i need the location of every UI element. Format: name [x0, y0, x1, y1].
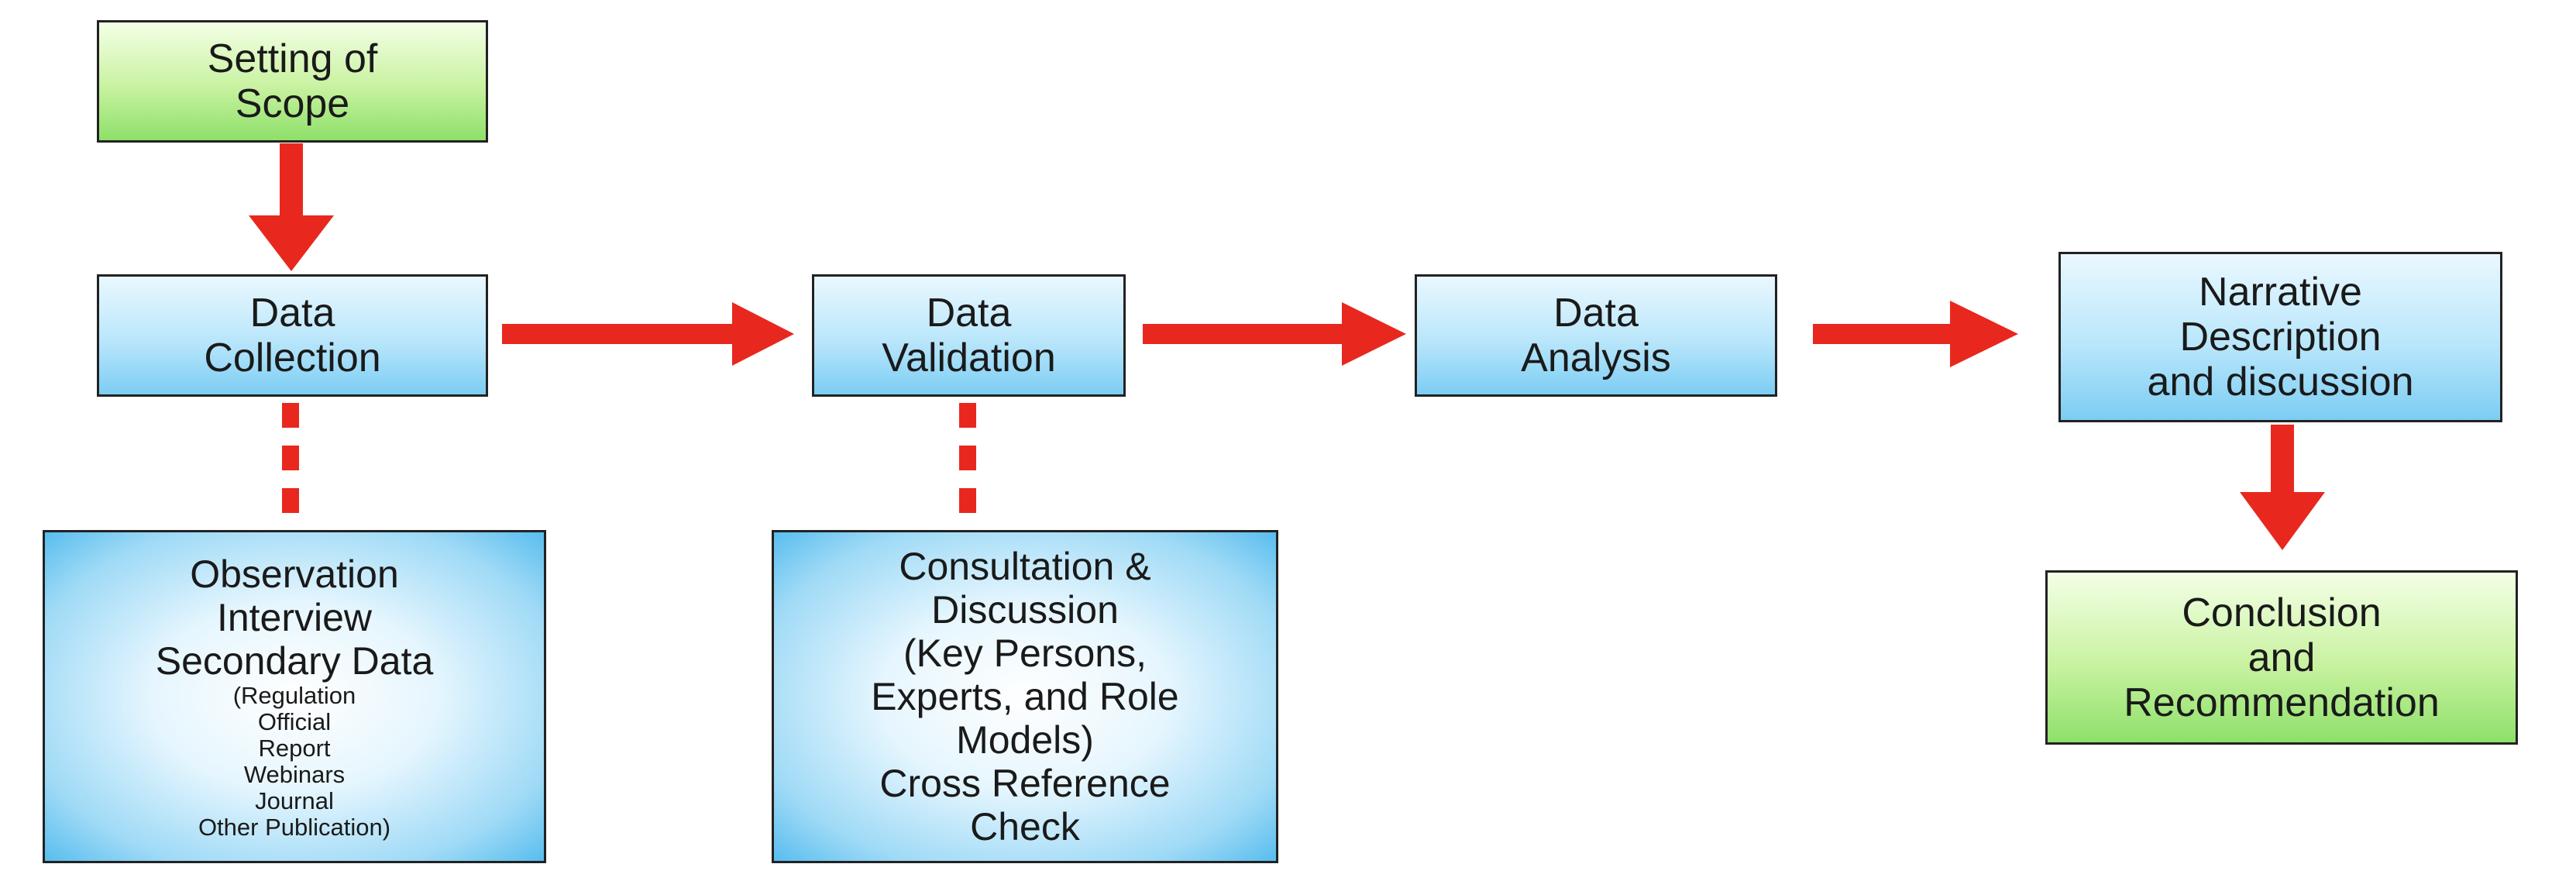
node-data-analysis-label: Data Analysis [1521, 291, 1671, 380]
node-validation-methods: Consultation & Discussion (Key Persons, … [772, 530, 1278, 863]
arrow-scope-to-collection [249, 143, 334, 271]
node-data-validation: Data Validation [812, 274, 1126, 397]
node-data-collection-label: Data Collection [204, 291, 381, 380]
node-conclusion-recommendation-label: Conclusion and Recommendation [2124, 590, 2440, 725]
node-conclusion-recommendation: Conclusion and Recommendation [2045, 570, 2518, 745]
arrow-validation-to-analysis [1143, 302, 1406, 366]
arrow-collection-to-validation [502, 302, 794, 366]
node-setting-of-scope: Setting of Scope [97, 20, 488, 143]
node-data-collection: Data Collection [97, 274, 488, 397]
node-narrative-description: Narrative Description and discussion [2058, 252, 2502, 422]
arrow-analysis-to-narrative [1813, 301, 2018, 367]
node-setting-of-scope-label: Setting of Scope [207, 36, 378, 126]
node-narrative-description-label: Narrative Description and discussion [2147, 270, 2414, 404]
node-collection-methods: Observation Interview Secondary Data (Re… [43, 530, 546, 863]
validation-methods-main: Consultation & Discussion (Key Persons, … [871, 545, 1179, 848]
node-data-validation-label: Data Validation [882, 291, 1056, 380]
dotted-connector-validation [959, 403, 976, 513]
dotted-connector-collection [282, 403, 299, 513]
collection-methods-main: Observation Interview Secondary Data [155, 552, 434, 683]
arrow-narrative-to-conclusion [2240, 425, 2325, 550]
node-data-analysis: Data Analysis [1415, 274, 1777, 397]
collection-methods-sources: (Regulation Official Report Webinars Jou… [198, 682, 391, 841]
